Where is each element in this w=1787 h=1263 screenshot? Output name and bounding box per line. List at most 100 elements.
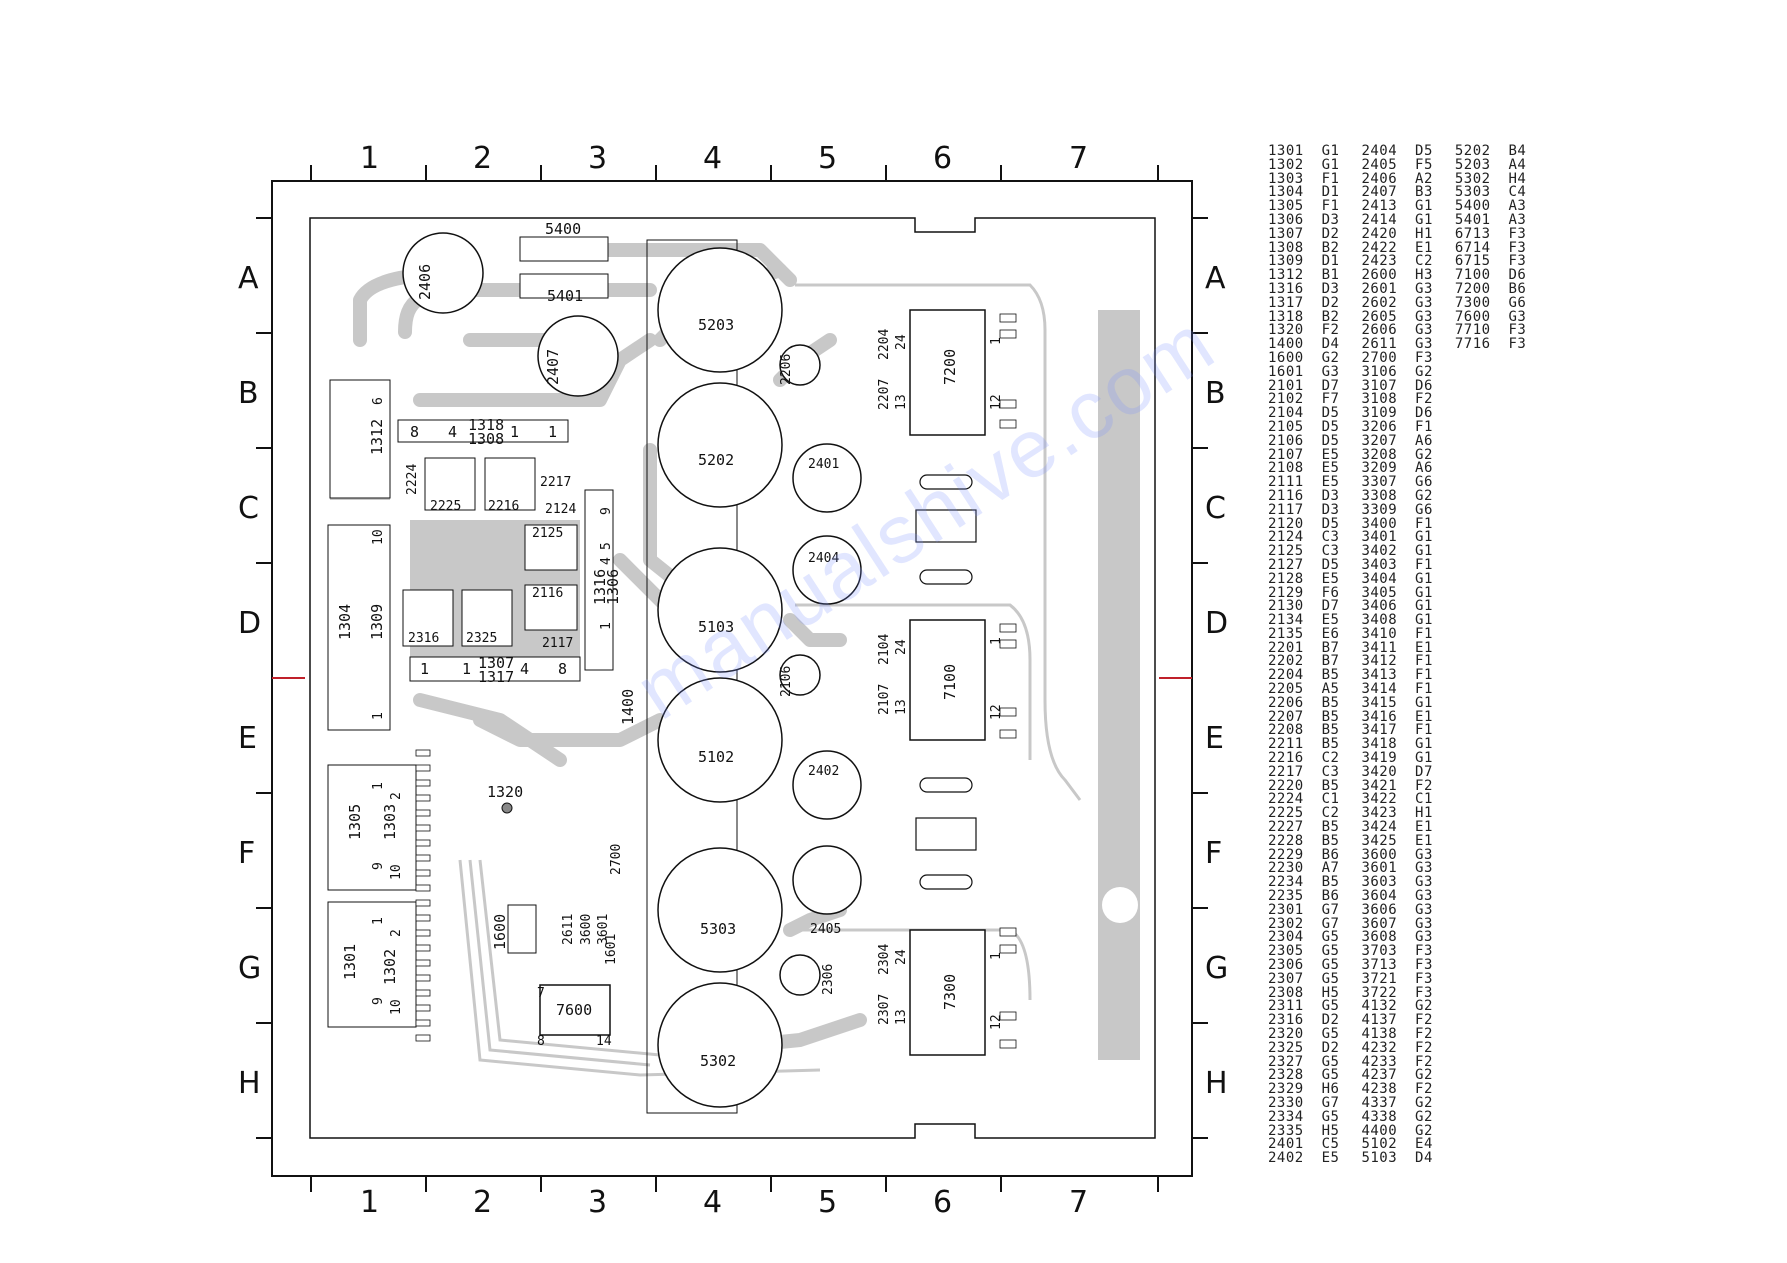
inductor-5203: 5203 bbox=[657, 247, 783, 373]
label-2216: 2216 bbox=[488, 499, 519, 514]
legend-entry: 4233 F2 bbox=[1361, 1053, 1433, 1070]
label-2307: 2307 bbox=[877, 994, 892, 1025]
legend-entry: 1318 B2 bbox=[1268, 308, 1340, 325]
pin-label: 13 bbox=[894, 1009, 909, 1025]
label-1301: 1301 bbox=[341, 944, 359, 980]
legend-entry: 2128 E5 bbox=[1268, 570, 1340, 587]
legend-entry: 2308 H5 bbox=[1268, 984, 1340, 1001]
label-5302: 5302 bbox=[700, 1052, 736, 1070]
ic-7200: 7200 24 13 1 12 2204 2207 bbox=[877, 309, 1004, 436]
col-label: 3 bbox=[588, 141, 607, 176]
pin-label: 10 bbox=[371, 529, 386, 545]
legend-entry: 2423 C2 bbox=[1361, 253, 1433, 270]
label-1303: 1303 bbox=[381, 804, 399, 840]
legend-entry: 4337 G2 bbox=[1361, 1094, 1433, 1111]
legend-entry: 2125 C3 bbox=[1268, 543, 1340, 560]
legend-entry: 3413 F1 bbox=[1361, 667, 1433, 684]
legend-entry: 2334 G5 bbox=[1268, 1108, 1340, 1125]
label-2104: 2104 bbox=[877, 634, 892, 665]
label-2611: 2611 bbox=[561, 914, 576, 945]
legend-entry: 7710 F3 bbox=[1454, 322, 1527, 339]
label-5202: 5202 bbox=[698, 451, 734, 469]
cap-2306: 2306 bbox=[779, 954, 836, 996]
cap-2402: 2402 bbox=[792, 750, 862, 820]
legend-entry: 2414 G1 bbox=[1361, 211, 1433, 228]
label-1302: 1302 bbox=[381, 949, 399, 985]
legend-entry: 2311 G5 bbox=[1268, 998, 1340, 1015]
label-2116: 2116 bbox=[532, 586, 563, 601]
legend-entry: 3425 E1 bbox=[1361, 832, 1433, 849]
pin-label: 8 bbox=[558, 660, 567, 678]
legend-entry: 3404 G1 bbox=[1361, 570, 1433, 587]
connector-1304: 1304 1309 10 1 bbox=[327, 524, 391, 731]
legend-entry: 2330 G7 bbox=[1268, 1094, 1340, 1111]
legend-entry: 2104 D5 bbox=[1268, 405, 1340, 422]
pin-label: 1 bbox=[371, 917, 386, 925]
label-1320: 1320 bbox=[487, 783, 523, 801]
legend-entry: 3108 F2 bbox=[1361, 391, 1433, 408]
ic-7100: 7100 24 13 1 12 2104 2107 bbox=[877, 619, 1004, 741]
legend-entry: 2116 D3 bbox=[1268, 487, 1340, 504]
label-2406: 2406 bbox=[416, 264, 434, 300]
label-7200: 7200 bbox=[941, 349, 959, 385]
legend-entry: 2211 B5 bbox=[1268, 736, 1340, 753]
pin-label: 6 bbox=[371, 397, 386, 405]
cap-2405: 2405 bbox=[792, 845, 862, 937]
legend-entry: 3601 G3 bbox=[1361, 860, 1433, 877]
resistor-5400 bbox=[519, 236, 609, 262]
pin-label: 24 bbox=[894, 639, 909, 655]
legend-entry: 2201 B7 bbox=[1268, 639, 1340, 656]
legend-entry: 3309 G6 bbox=[1361, 501, 1433, 518]
testpoint-1320: 1320 bbox=[487, 783, 523, 814]
legend-entry: 1312 B1 bbox=[1268, 267, 1340, 284]
legend-entry: 3424 E1 bbox=[1361, 819, 1433, 836]
legend-entry: 3607 G3 bbox=[1361, 915, 1433, 932]
legend-entry: 2327 G5 bbox=[1268, 1053, 1340, 1070]
legend-entry: 3412 F1 bbox=[1361, 653, 1433, 670]
legend-entry: 7100 D6 bbox=[1454, 267, 1527, 284]
cap-2404: 2404 bbox=[792, 535, 862, 605]
legend-entry: 1301 G1 bbox=[1268, 143, 1340, 159]
legend-entry: 2405 F5 bbox=[1361, 156, 1433, 173]
legend-entry: 2134 E5 bbox=[1268, 612, 1340, 629]
row-label: C bbox=[238, 491, 259, 526]
label-2405: 2405 bbox=[810, 922, 841, 937]
ic-7600: 7600 7 8 14 bbox=[537, 984, 612, 1049]
legend-entry: 2234 B5 bbox=[1268, 874, 1340, 891]
legend-entry: 2307 G5 bbox=[1268, 970, 1340, 987]
legend-entry: 2306 G5 bbox=[1268, 957, 1340, 974]
legend-entry: 7716 F3 bbox=[1454, 336, 1527, 353]
legend-entry: 2302 G7 bbox=[1268, 915, 1340, 932]
pin-label: 4 bbox=[599, 557, 614, 565]
legend-entry: 2124 C3 bbox=[1268, 529, 1340, 546]
legend-entry: 4138 F2 bbox=[1361, 1026, 1433, 1042]
label-2700: 2700 bbox=[609, 844, 624, 875]
legend-entry: 5302 H4 bbox=[1454, 170, 1527, 187]
legend-entry: 2225 C2 bbox=[1268, 805, 1340, 822]
label-2407: 2407 bbox=[544, 349, 562, 385]
cap-2216: 2216 bbox=[484, 457, 536, 514]
legend-entry: 1309 D1 bbox=[1268, 253, 1340, 270]
legend-entry: 2106 D5 bbox=[1268, 432, 1340, 449]
row-label: G bbox=[1205, 951, 1228, 986]
mounting-slots bbox=[915, 474, 977, 890]
col-label: 7 bbox=[1069, 141, 1088, 176]
col-label: 3 bbox=[588, 1185, 607, 1220]
legend-entry: 2202 B7 bbox=[1268, 653, 1340, 670]
legend-entry: 6714 F3 bbox=[1454, 239, 1527, 256]
pin-label: 10 bbox=[389, 999, 404, 1015]
legend-entry: 3106 G2 bbox=[1361, 363, 1433, 380]
pin-label: 14 bbox=[596, 1034, 612, 1049]
label-7300: 7300 bbox=[941, 974, 959, 1010]
col-label: 1 bbox=[360, 141, 379, 176]
legend-entry: 2120 D5 bbox=[1268, 515, 1340, 532]
legend-entry: 2611 G3 bbox=[1361, 336, 1433, 353]
legend-entry: 2135 E6 bbox=[1268, 625, 1340, 642]
legend-entry: 2700 F3 bbox=[1361, 349, 1433, 366]
legend-entry: 2413 G1 bbox=[1361, 198, 1433, 215]
pin-label: 1 bbox=[989, 637, 1004, 645]
resistor-5401 bbox=[519, 273, 609, 299]
pin-label: 1 bbox=[510, 423, 519, 441]
legend-entry: 2402 E5 bbox=[1268, 1150, 1340, 1167]
